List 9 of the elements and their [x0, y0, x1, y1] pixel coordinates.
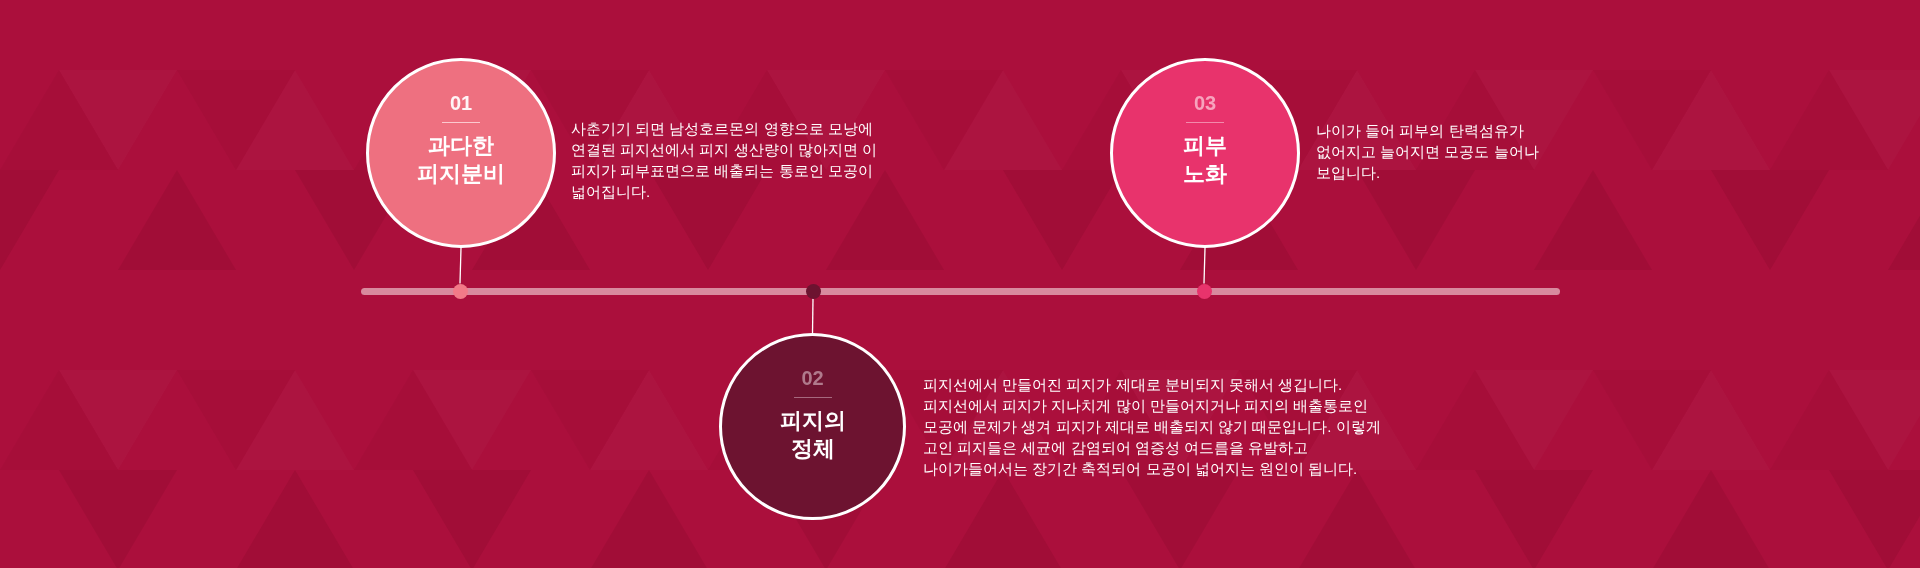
- step-number: 01: [449, 91, 473, 115]
- step-number: 03: [1193, 91, 1217, 115]
- step-title: 과다한 피지분비: [417, 132, 505, 188]
- description-text: 나이가 들어 피부의 탄력섬유가 없어지고 늘어지면 모공도 늘어나 보입니다.: [1316, 121, 1540, 183]
- step-title: 피부 노화: [1183, 132, 1227, 188]
- description-text: 피지선에서 만들어진 피지가 제대로 분비되지 못해서 생깁니다. 피지선에서 피지가 지나치게 많이 만들어지거나 피지의 배출통로인 모공에 문제가 생겨 피지가 제대로 배출되지 않기 때문입니다. 이렇게 고인 피지들은 세균에 감염되어 염증성 여드름을 유발하고 나이가들어서는 장기간 축적되어 모공이 넓어지는 원인이 됩니다.: [923, 375, 1382, 479]
- step-number: 02: [801, 366, 824, 390]
- description-text: 사춘기기 되면 남성호르몬의 영향으로 모낭에 연결된 피지선에서 피지 생산량이 많아지면 이 피지가 피부표면으로 배출되는 통로인 모공이 넓어집니다.: [571, 119, 878, 202]
- step-title: 피지의 정체: [779, 407, 846, 463]
